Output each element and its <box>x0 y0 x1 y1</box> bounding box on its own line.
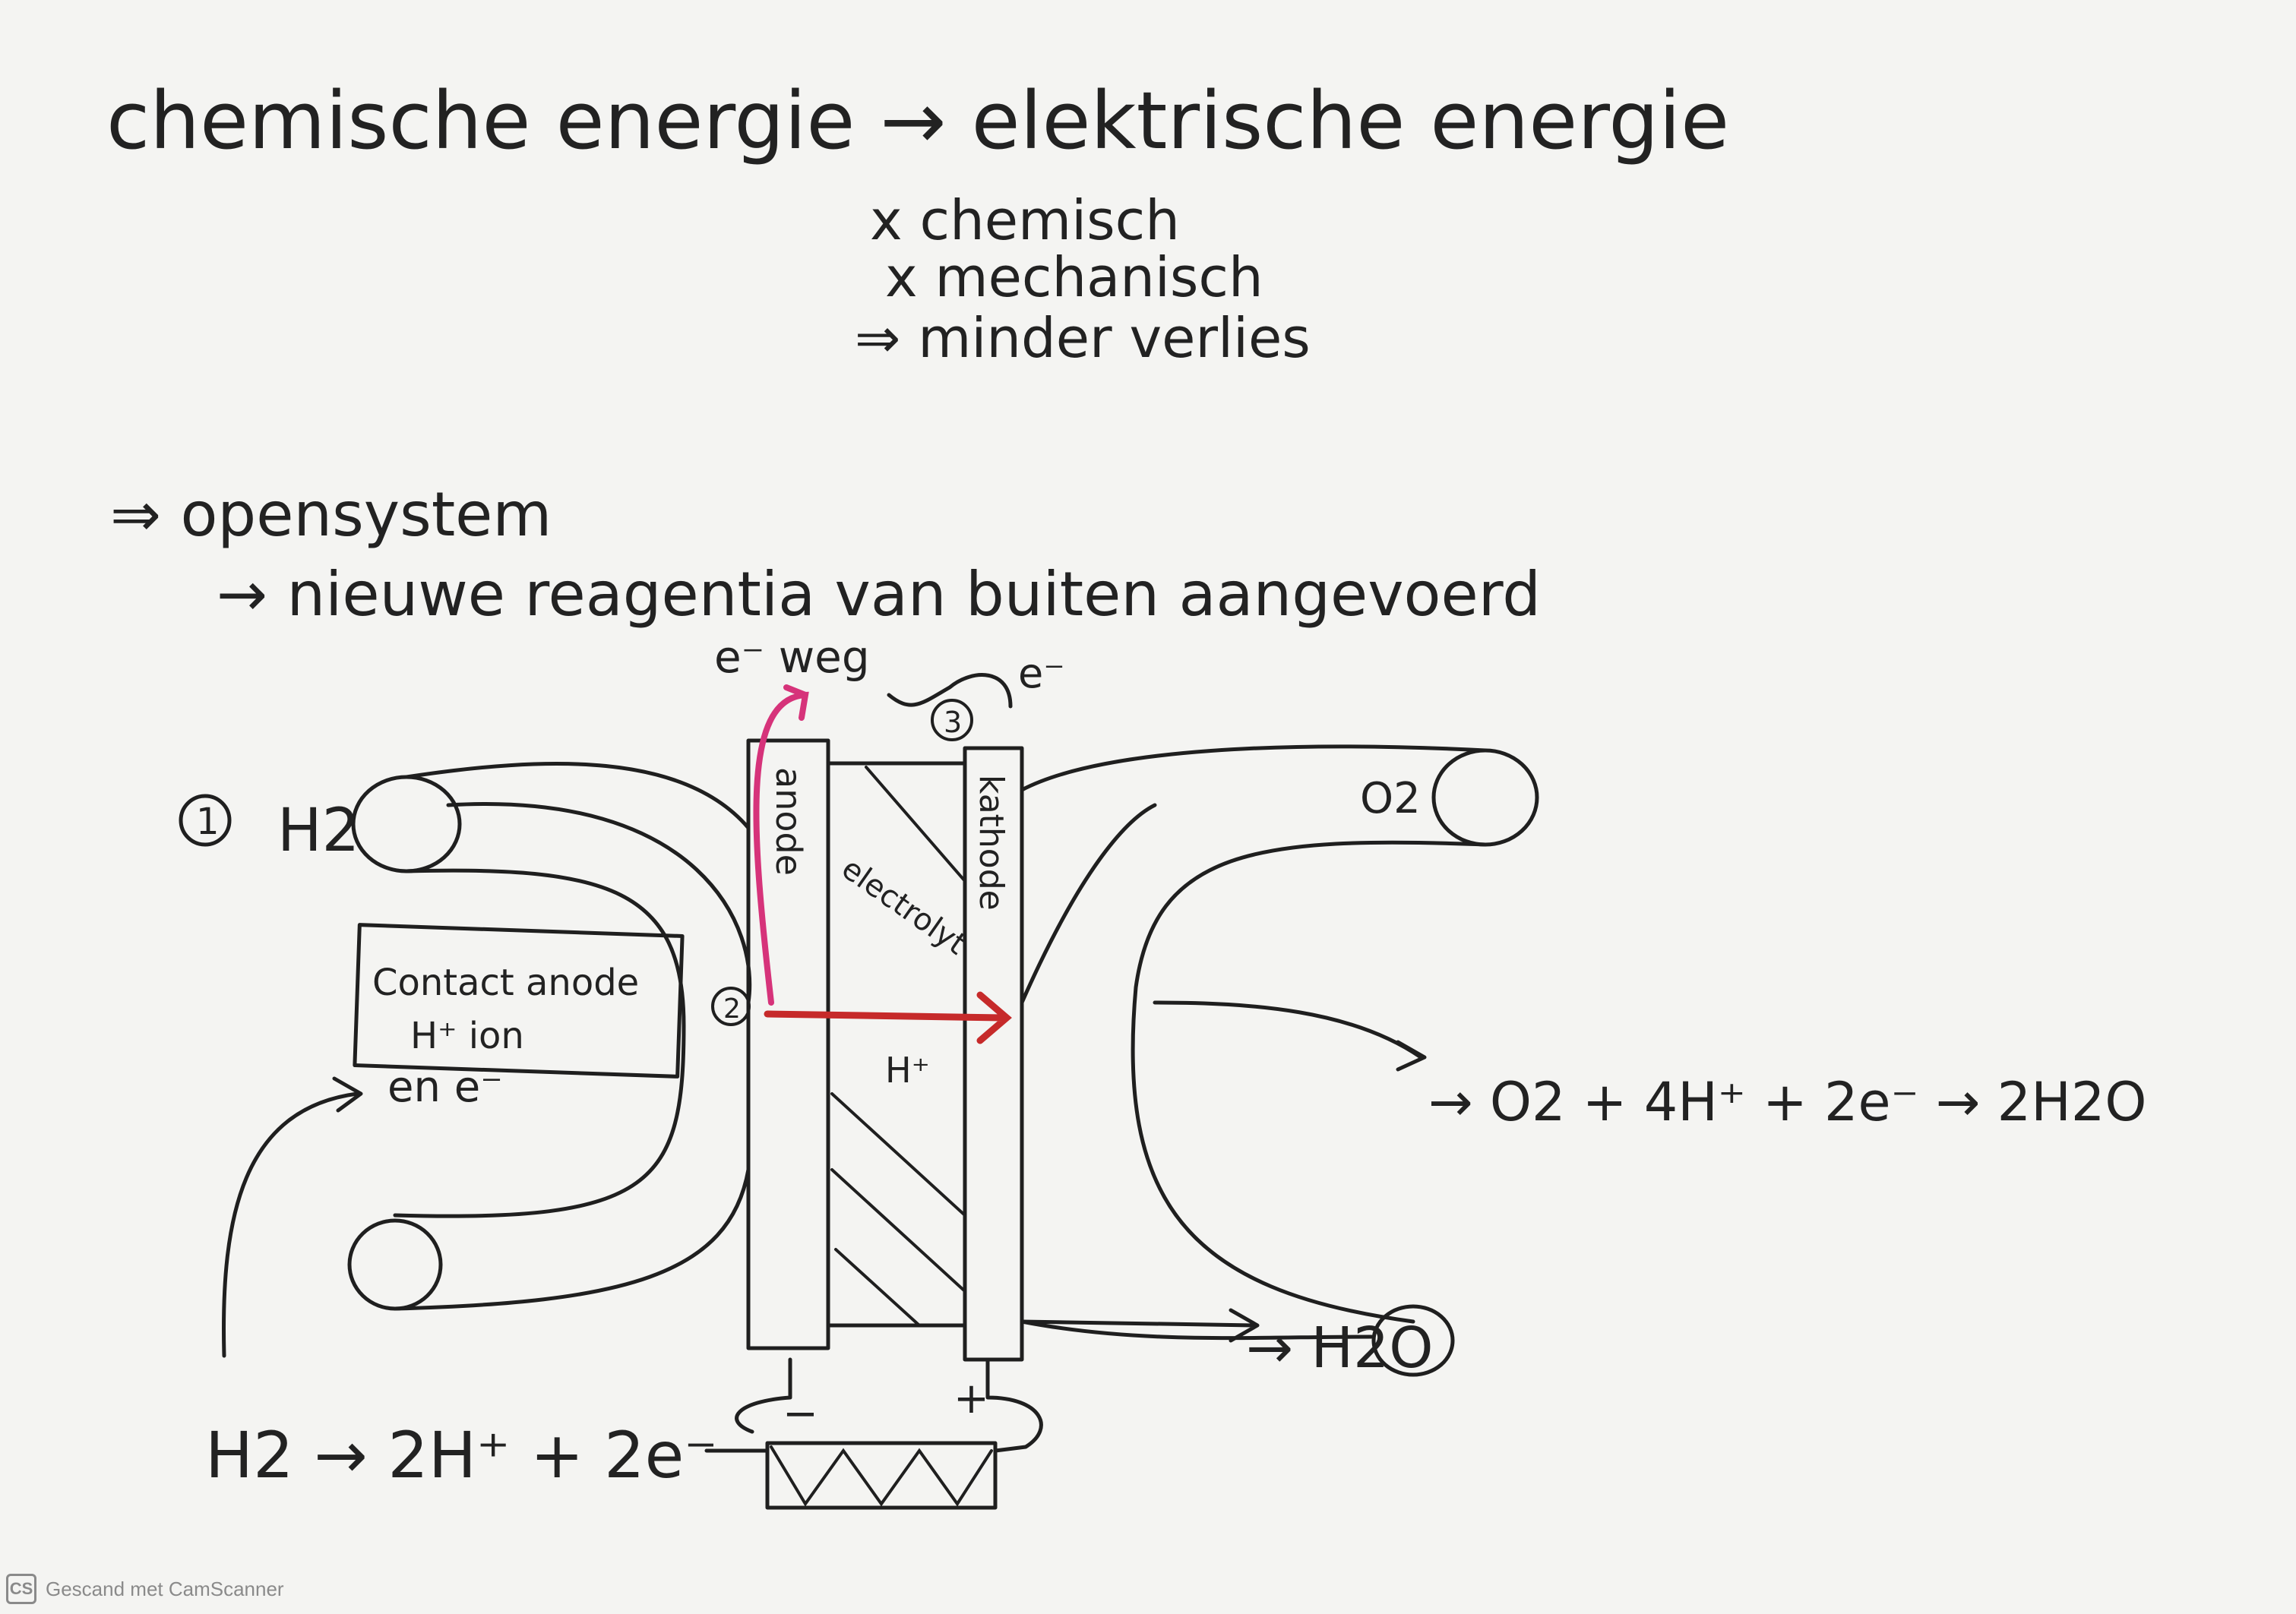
h-plus-label: H⁺ <box>885 1050 930 1091</box>
camscanner-logo: CS <box>6 1574 36 1604</box>
resistor <box>765 1441 998 1510</box>
step-1-marker: 1 <box>179 794 232 847</box>
h2-tube <box>347 762 752 1311</box>
electrolyte-hatching <box>830 766 966 1327</box>
camscanner-watermark: CS Gescand met CamScanner <box>6 1572 284 1606</box>
cathode-reaction-text: → O2 + 4H⁺ + 2e⁻ → 2H2O <box>1428 1071 2146 1133</box>
electrolyte-region <box>826 761 967 1328</box>
minus-terminal: − <box>783 1389 818 1439</box>
step-2-marker: 2 <box>711 987 751 1026</box>
plus-terminal: + <box>954 1374 989 1423</box>
top-wire <box>887 673 1013 709</box>
resistor-zigzag <box>770 1445 993 1507</box>
title-text: chemische energie → elektrische energie <box>106 74 1729 167</box>
contact-box-line1: Contact anode <box>372 962 639 1004</box>
contact-arrow <box>222 1076 363 1358</box>
h2-inlet-label: H2 <box>277 797 359 865</box>
external-circuit <box>704 1357 1043 1510</box>
step-3-number: 3 <box>944 706 962 739</box>
o2-inlet-label: O2 <box>1360 774 1421 823</box>
list-item-chemisch: x chemisch <box>870 188 1180 252</box>
contact-box: Contact anode H⁺ ion <box>353 923 685 1079</box>
list-item-mechanisch: x mechanisch <box>885 245 1263 309</box>
open-system-text: ⇒ opensystem <box>110 479 552 550</box>
e-weg-arrow <box>753 684 809 1006</box>
e-minus-label: e⁻ <box>1018 649 1065 697</box>
h2o-out-arrow <box>1020 1308 1260 1343</box>
h2o-output-label: → H2O <box>1246 1316 1434 1381</box>
anode-label: anode <box>768 767 809 876</box>
step-2-number: 2 <box>723 993 741 1025</box>
step-3-marker: 3 <box>931 699 973 741</box>
camscanner-text: Gescand met CamScanner <box>46 1577 284 1600</box>
kathode-label: kathode <box>972 775 1010 911</box>
contact-box-line3: en e⁻ <box>387 1063 503 1112</box>
e-weg-label: e⁻ weg <box>714 631 870 683</box>
o2-tube <box>1020 744 1539 1377</box>
proton-transfer-arrow <box>764 991 1012 1044</box>
cathode-reaction-arrow <box>1153 1000 1427 1072</box>
step-1-number: 1 <box>196 801 220 843</box>
list-item-minder-verlies: ⇒ minder verlies <box>855 306 1311 370</box>
contact-box-line2: H⁺ ion <box>410 1015 524 1057</box>
anode-reaction-text: H2 → 2H⁺ + 2e⁻ <box>205 1418 718 1492</box>
open-system-detail-text: → nieuwe reagentia van buiten aangevoerd <box>217 559 1541 630</box>
